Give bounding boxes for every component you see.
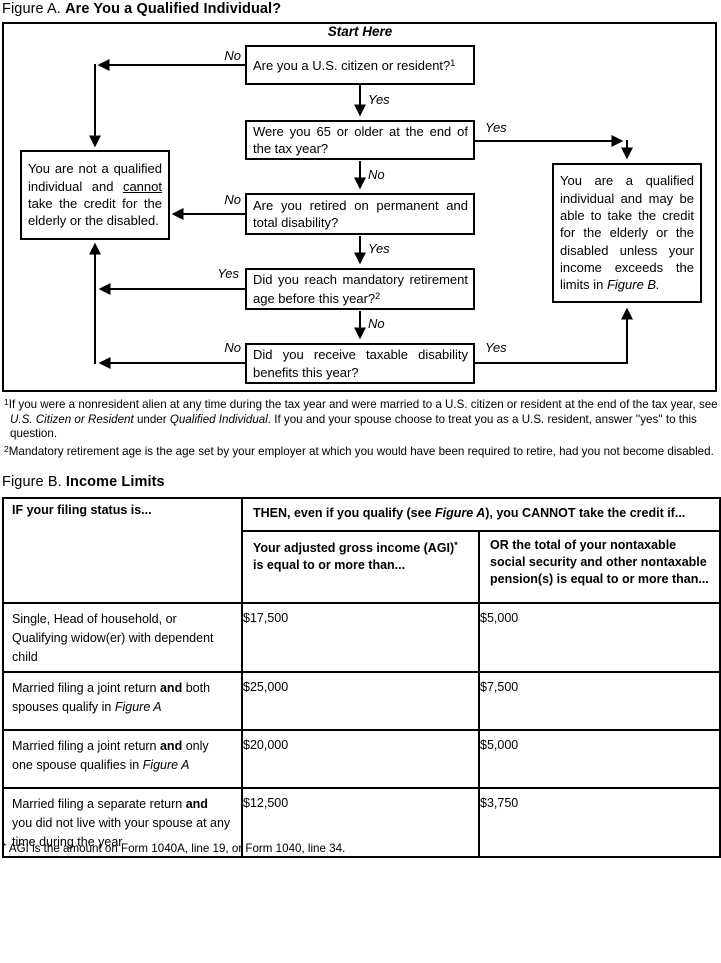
- footnote-1-text: under: [133, 412, 170, 426]
- question-box-age-65: Were you 65 or older at the end of the t…: [245, 120, 475, 160]
- branch-label-yes: Yes: [485, 120, 507, 135]
- filing-status-header: IF your filing status is...: [2, 497, 243, 604]
- income-limits-table: IF your filing status is... THEN, even i…: [2, 497, 721, 858]
- question-text: Are you retired on permanent and total d…: [253, 197, 468, 231]
- status-text: only one spouse qualifies in: [12, 739, 209, 772]
- result-text: take the credit for the elderly or the d…: [28, 196, 162, 229]
- then-header-text: THEN, even if you qualify (see: [253, 506, 435, 520]
- figure-b-reference: Figure B.: [606, 277, 660, 293]
- question-text: Did you receive taxable disability benef…: [253, 347, 468, 380]
- header-row-columns: Your adjusted gross income (AGI)* is equ…: [3, 530, 721, 604]
- figure-a-footnotes: 1If you were a nonresident alien at any …: [3, 395, 719, 459]
- status-text: Married filing a joint return: [12, 681, 160, 695]
- footnote-1-italic: Qualified Individual: [169, 412, 268, 426]
- agi-limit-cell: $12,500: [241, 787, 480, 858]
- pension-header-text: OR the total of your nontaxable social s…: [490, 538, 709, 586]
- start-here-label: Start Here: [327, 24, 393, 39]
- footnote-ref-2: 2: [375, 291, 381, 301]
- agi-limit-cell: $17,500: [241, 602, 480, 673]
- result-text-underlined: cannot: [122, 178, 162, 194]
- footnote-1-ref: 1: [4, 397, 9, 407]
- filing-status-cell: Married filing a separate return and you…: [2, 787, 243, 858]
- figure-a-heading: Are You a Qualified Individual?: [65, 1, 282, 17]
- question-box-citizen: Are you a U.S. citizen or resident?1: [245, 45, 475, 85]
- question-box-disability-retired: Are you retired on permanent and total d…: [245, 193, 475, 235]
- filing-status-cell: Married filing a joint return and both s…: [2, 671, 243, 731]
- result-text: You are a qualified individual and may b…: [560, 173, 694, 293]
- footnote-1-text: If you were a nonresident alien at any t…: [8, 398, 718, 411]
- agi-header-text: is equal to or more than...: [253, 558, 406, 572]
- branch-label-no: No: [224, 48, 241, 63]
- status-text: you did not live with your spouse at any…: [12, 816, 231, 849]
- status-text: Married filing a separate return: [12, 797, 186, 811]
- status-text: both spouses qualify in: [12, 681, 211, 714]
- status-text: Married filing a joint return: [12, 739, 160, 753]
- branch-label-no: No: [224, 192, 241, 207]
- question-text: Are you a U.S. citizen or resident?: [253, 58, 451, 74]
- footnote-2-text: Mandatory retirement age is the age set …: [8, 444, 714, 458]
- question-box-taxable-benefits: Did you receive taxable disability benef…: [245, 343, 475, 384]
- status-text: Single, Head of household, or Qualifying…: [12, 612, 214, 664]
- agi-table-footnote: * AGI is the amount on Form 1040A, line …: [3, 841, 345, 855]
- then-header-text: ), you CANNOT take the credit if...: [485, 506, 686, 520]
- pension-limit-cell: $3,750: [477, 787, 721, 858]
- filing-status-header-text: IF your filing status is...: [12, 503, 152, 517]
- agi-limit-cell: $20,000: [241, 729, 480, 789]
- pension-limit-cell: $7,500: [477, 671, 721, 731]
- pension-limit-cell: $5,000: [477, 602, 721, 673]
- pension-limit-cell: $5,000: [477, 729, 721, 789]
- filing-status-cell: Married filing a joint return and only o…: [2, 729, 243, 789]
- figure-a-title: Figure A. Are You a Qualified Individual…: [2, 1, 281, 17]
- agi-footnote-marker: *: [3, 841, 7, 851]
- figure-a-reference: Figure A: [114, 700, 162, 714]
- status-text-bold: and: [159, 739, 183, 753]
- header-row-then: IF your filing status is... THEN, even i…: [2, 497, 721, 604]
- branch-label-yes: Yes: [368, 92, 390, 107]
- then-header: THEN, even if you qualify (see Figure A)…: [240, 497, 721, 532]
- footnote-2: 2Mandatory retirement age is the age set…: [3, 442, 719, 460]
- figure-a-label: Figure A.: [2, 1, 61, 17]
- agi-footnote-text: AGI is the amount on Form 1040A, line 19…: [6, 842, 346, 855]
- table-row: Single, Head of household, or Qualifying…: [2, 602, 721, 673]
- qualified-result-box: You are a qualified individual and may b…: [552, 163, 702, 303]
- question-text: Did you reach mandatory retirement age b…: [253, 271, 468, 307]
- table-row: Married filing a separate return and you…: [2, 787, 721, 858]
- figure-b-heading: Income Limits: [65, 474, 165, 490]
- agi-limit-cell: $25,000: [241, 671, 480, 731]
- footnote-1-italic: U.S. Citizen or Resident: [10, 412, 134, 426]
- agi-column-header: Your adjusted gross income (AGI)* is equ…: [241, 530, 480, 604]
- filing-status-cell: Single, Head of household, or Qualifying…: [2, 602, 243, 673]
- footnote-ref-1: 1: [450, 58, 456, 69]
- status-text-bold: and: [185, 797, 208, 811]
- pension-column-header: OR the total of your nontaxable social s…: [477, 530, 721, 604]
- footnote-1-text: . If you and your spouse choose to treat…: [10, 412, 697, 441]
- branch-label-no: No: [368, 167, 385, 182]
- flowchart-connector-lines: [89, 59, 633, 369]
- table-row: Married filing a joint return and only o…: [2, 729, 721, 789]
- figure-a-reference: Figure A: [142, 758, 190, 772]
- figure-b-title: Figure B. Income Limits: [2, 474, 165, 490]
- footnote-2-ref: 2: [4, 443, 9, 454]
- branch-label-yes: Yes: [217, 266, 239, 281]
- question-box-mandatory-retirement: Did you reach mandatory retirement age b…: [245, 268, 475, 310]
- branch-label-no: No: [368, 316, 385, 331]
- figure-b-label: Figure B.: [2, 474, 62, 490]
- branch-label-yes: Yes: [368, 241, 390, 256]
- agi-header-text: Your adjusted gross income (AGI): [253, 541, 455, 555]
- status-text-bold: and: [159, 681, 183, 695]
- table-row: Married filing a joint return and both s…: [2, 671, 721, 731]
- not-qualified-result-box: You are not a qualified individual and c…: [20, 150, 170, 240]
- footnote-1: 1If you were a nonresident alien at any …: [3, 395, 719, 442]
- qualification-flowchart: Start Here Are you a U.S. citizen or res…: [2, 22, 717, 392]
- question-text: Were you 65 or older at the end of the t…: [253, 123, 468, 157]
- branch-label-no: No: [224, 340, 241, 355]
- figure-a-reference: Figure A: [435, 506, 486, 520]
- result-text: You are not a qualified individual and: [28, 161, 162, 194]
- branch-label-yes: Yes: [485, 340, 507, 355]
- agi-footnote-marker: *: [454, 540, 458, 550]
